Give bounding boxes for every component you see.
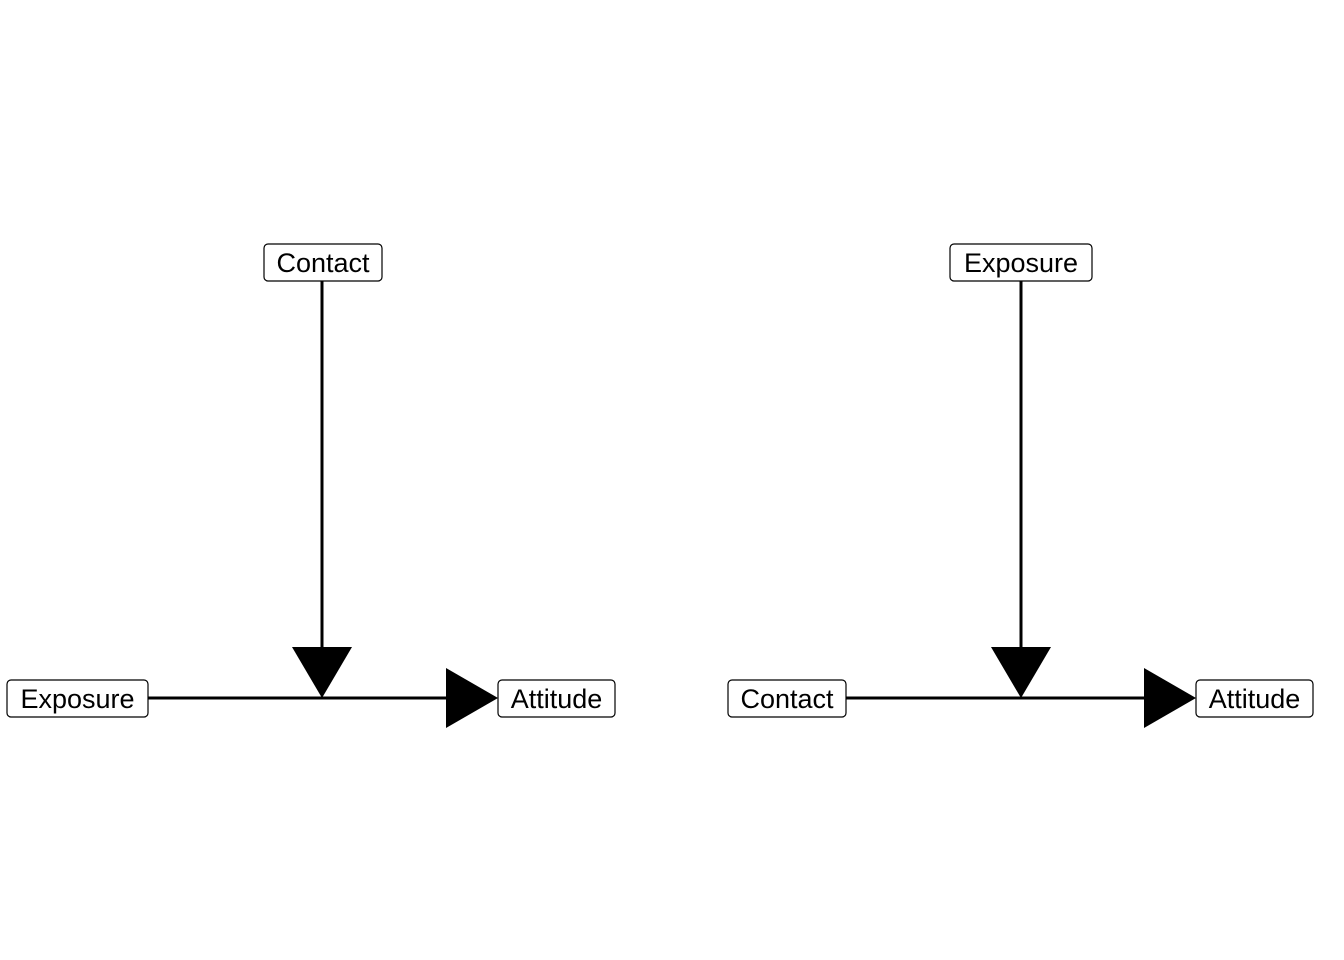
- right-arrowhead-moderator: [991, 647, 1051, 698]
- left-node-outcome: Attitude: [497, 679, 616, 718]
- right-node-outcome-label: Attitude: [1209, 684, 1301, 714]
- left-node-moderator: Contact: [263, 243, 383, 282]
- left-arrowhead-outcome: [446, 668, 498, 728]
- left-node-predictor: Exposure: [6, 679, 149, 718]
- right-arrowhead-outcome: [1144, 668, 1196, 728]
- left-node-moderator-label: Contact: [276, 248, 370, 278]
- left-moderation-diagram: Contact Exposure Attitude: [6, 243, 616, 728]
- left-node-outcome-label: Attitude: [511, 684, 603, 714]
- right-node-moderator-label: Exposure: [964, 248, 1078, 278]
- right-node-moderator: Exposure: [949, 243, 1093, 282]
- right-moderation-diagram: Exposure Contact Attitude: [727, 243, 1314, 728]
- left-node-predictor-label: Exposure: [20, 684, 134, 714]
- left-arrowhead-moderator: [292, 647, 352, 698]
- right-node-predictor: Contact: [727, 679, 847, 718]
- right-node-predictor-label: Contact: [740, 684, 834, 714]
- right-node-outcome: Attitude: [1195, 679, 1314, 718]
